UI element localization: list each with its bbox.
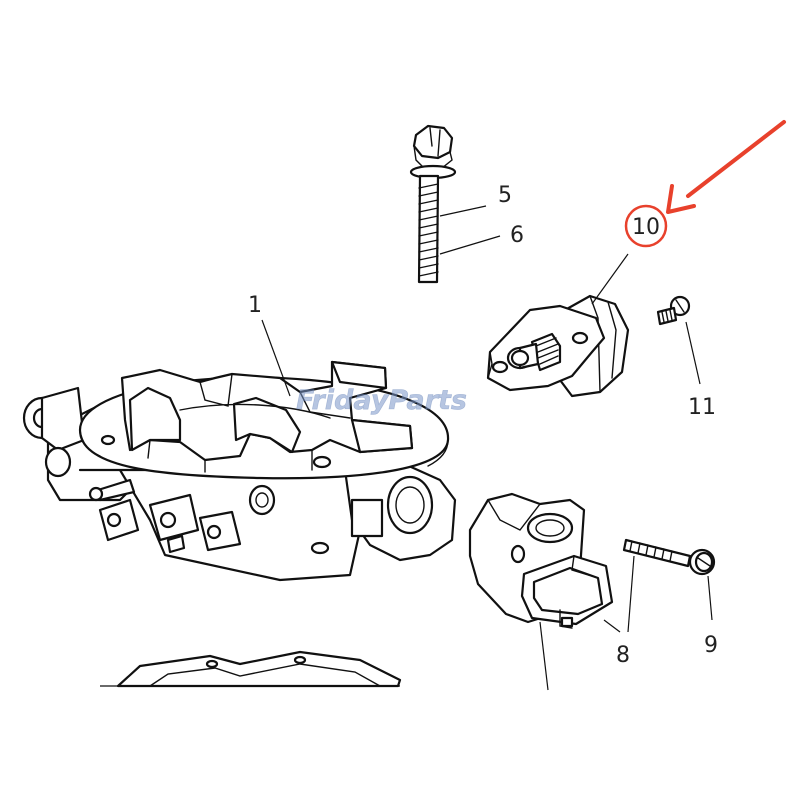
small-screw (656, 295, 691, 326)
label-part-10: 10 (632, 215, 660, 240)
watermark-text: FridayParts (296, 385, 467, 416)
label-part-11: 11 (688, 395, 716, 420)
label-part-5: 5 (498, 183, 512, 208)
long-bolt (409, 124, 457, 284)
label-part-1: 1 (248, 293, 262, 318)
highlight-callout: 10 (624, 204, 668, 248)
sensor-screw (622, 538, 716, 576)
label-part-8: 8 (616, 643, 630, 668)
throttle-position-sensor (468, 492, 614, 629)
highlight-ring (624, 204, 668, 248)
part-labels: 1 5 6 11 8 9 (248, 183, 718, 668)
label-part-6: 6 (510, 223, 524, 248)
idle-air-control-valve (486, 294, 630, 398)
throttle-body (22, 360, 457, 582)
red-arrow-icon (666, 120, 786, 214)
leader-lines (261, 205, 713, 691)
watermark-logo: FridayParts (296, 385, 468, 417)
label-part-9: 9 (704, 633, 718, 658)
gasket (100, 650, 402, 688)
